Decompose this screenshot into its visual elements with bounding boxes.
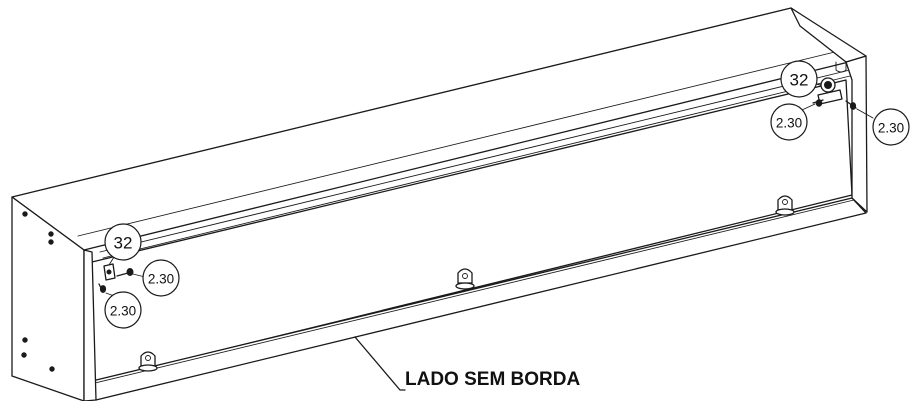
left-hole-1 bbox=[22, 211, 28, 217]
cabinet-body bbox=[11, 7, 868, 401]
callout-right-dowel: 32 bbox=[780, 60, 822, 98]
callout-left-screw-a-label: 2.30 bbox=[148, 272, 174, 287]
left-hole-5 bbox=[21, 352, 27, 358]
brackets bbox=[138, 195, 795, 372]
bracket-left bbox=[138, 351, 158, 372]
side-label-text: LADO SEM BORDA bbox=[405, 369, 581, 390]
callout-right-screw-a-label: 2.30 bbox=[776, 116, 802, 131]
left-screw-b bbox=[98, 283, 107, 293]
side-label: LADO SEM BORDA bbox=[354, 336, 581, 391]
callout-left-screw-a: 2.30 bbox=[132, 259, 180, 297]
right-screw-b bbox=[845, 100, 857, 110]
callout-left-dowel-label: 32 bbox=[114, 234, 133, 253]
left-hole-6 bbox=[49, 366, 55, 372]
callout-left-dowel: 32 bbox=[104, 223, 142, 266]
bracket-center bbox=[455, 268, 475, 290]
callout-right-dowel-label: 32 bbox=[790, 71, 809, 90]
callout-right-screw-b: 2.30 bbox=[856, 108, 910, 146]
callout-right-screw-b-label: 2.30 bbox=[878, 121, 904, 136]
left-hardware bbox=[98, 263, 134, 293]
left-screw-a bbox=[116, 268, 134, 277]
callout-right-screw-a: 2.30 bbox=[770, 103, 816, 141]
top-panel-groove-2 bbox=[102, 75, 851, 259]
bracket-right bbox=[775, 195, 795, 216]
left-hole-2 bbox=[48, 231, 54, 237]
left-side-panel-front bbox=[11, 196, 85, 401]
side-label-leader bbox=[354, 336, 406, 391]
left-hole-4 bbox=[22, 337, 28, 343]
callout-left-screw-b: 2.30 bbox=[104, 291, 142, 329]
left-side-panel-edge bbox=[83, 249, 97, 401]
top-panel-groove bbox=[99, 69, 851, 253]
callout-left-screw-b-label: 2.30 bbox=[110, 304, 136, 319]
left-hole-3 bbox=[48, 239, 54, 245]
right-notch bbox=[835, 61, 847, 73]
top-panel-edge bbox=[77, 49, 844, 237]
right-screw-a bbox=[812, 99, 824, 107]
bottom-rail-edge bbox=[94, 198, 859, 384]
